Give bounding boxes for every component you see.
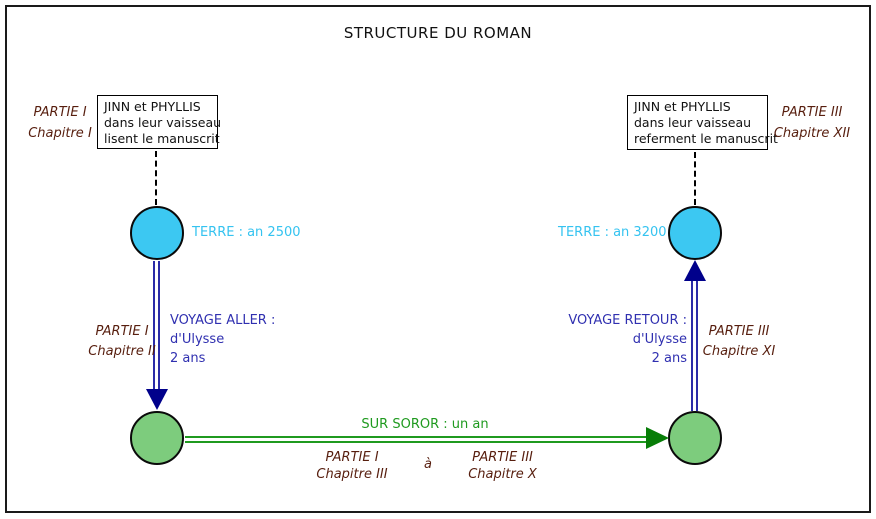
voyage-retour-line <box>691 281 698 411</box>
chapter-label-line: Chapitre X <box>468 467 537 482</box>
chapter-label-top-left: PARTIE I Chapitre I <box>26 102 94 144</box>
chapter-label-line: PARTIE III <box>472 450 533 465</box>
arrowhead-right-icon <box>646 427 669 449</box>
chapter-label-line: PARTIE III <box>781 105 843 120</box>
voyage-retour-label: VOYAGE RETOUR : d'Ulysse 2 ans <box>555 311 687 368</box>
box-text-line: referment le manuscrit <box>634 131 778 146</box>
chapter-label-line: Chapitre III <box>316 467 388 482</box>
voyage-label-line: d'Ulysse <box>632 332 687 347</box>
manuscript-box-open: JINN et PHYLLIS dans leur vaisseau lisen… <box>97 95 222 149</box>
voyage-label-line: 2 ans <box>170 351 206 366</box>
voyage-label-line: VOYAGE RETOUR : <box>568 313 687 328</box>
box-text-line: JINN et PHYLLIS <box>634 99 731 114</box>
chapter-label-line: PARTIE I <box>33 105 87 120</box>
chapter-label-line: PARTIE III <box>708 324 770 339</box>
soror-line <box>185 436 646 443</box>
box-text-line: dans leur vaisseau <box>104 115 222 130</box>
chapter-label-line: PARTIE I <box>95 324 149 339</box>
diagram-border <box>5 5 871 513</box>
earth-left-label: TERRE : an 2500 <box>192 225 301 240</box>
box-text-line: JINN et PHYLLIS <box>104 99 201 114</box>
chapter-label-soror-to: PARTIE III Chapitre X <box>455 449 550 483</box>
chapter-label-line: PARTIE I <box>325 450 379 465</box>
chapter-range-connector: à <box>424 457 432 472</box>
chapter-label-aller: PARTIE I Chapitre II <box>84 322 160 362</box>
dashed-connector-left <box>155 151 157 205</box>
box-text-line: dans leur vaisseau <box>634 115 752 130</box>
voyage-aller-line <box>153 261 160 389</box>
voyage-label-line: d'Ulysse <box>170 332 225 347</box>
voyage-label-line: 2 ans <box>651 351 687 366</box>
chapter-label-line: Chapitre XII <box>773 126 851 141</box>
diagram-title: STRUCTURE DU ROMAN <box>343 24 533 42</box>
chapter-label-line: Chapitre II <box>88 344 156 359</box>
voyage-aller-label: VOYAGE ALLER : d'Ulysse 2 ans <box>170 311 275 368</box>
chapter-label-line: Chapitre I <box>28 126 92 141</box>
arrowhead-down-icon <box>146 389 168 410</box>
chapter-label-retour: PARTIE III Chapitre XI <box>700 322 778 362</box>
earth-right-label: TERRE : an 3200 <box>558 225 667 240</box>
chapter-label-line: Chapitre XI <box>702 344 776 359</box>
dashed-connector-right <box>694 152 696 205</box>
chapter-label-soror-from: PARTIE I Chapitre III <box>307 449 397 483</box>
soror-circle-left <box>130 411 184 465</box>
soror-label: SUR SOROR : un an <box>361 417 489 432</box>
arrowhead-up-icon <box>684 260 706 281</box>
voyage-label-line: VOYAGE ALLER : <box>170 313 276 328</box>
box-text-line: lisent le manuscrit <box>104 131 220 146</box>
soror-circle-right <box>668 411 722 465</box>
manuscript-box-close: JINN et PHYLLIS dans leur vaisseau refer… <box>627 95 778 150</box>
chapter-label-top-right: PARTIE III Chapitre XII <box>770 102 854 144</box>
earth-circle-left <box>130 206 184 260</box>
earth-circle-right <box>668 206 722 260</box>
